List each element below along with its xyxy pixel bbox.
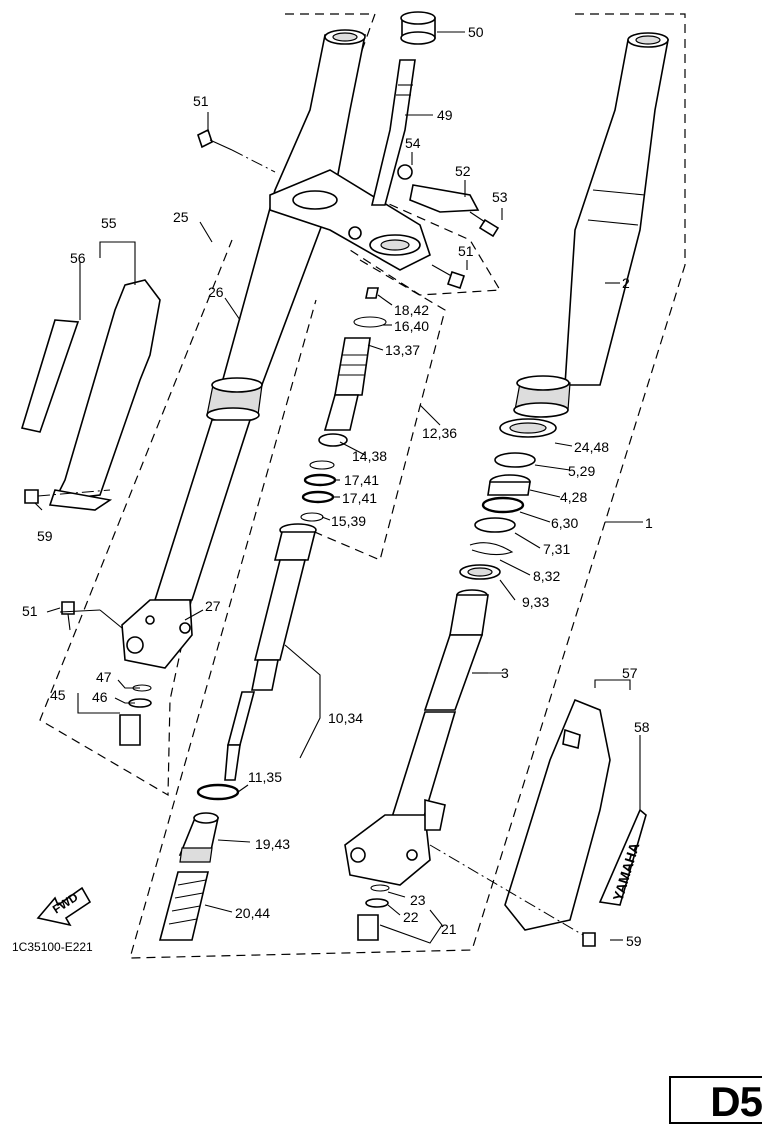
callout-22: 22 <box>403 909 419 925</box>
cap-part-50 <box>400 11 436 45</box>
callout-57: 57 <box>622 665 638 681</box>
callout-10-34: 10,34 <box>328 710 363 726</box>
callout-53: 53 <box>492 189 508 205</box>
callout-6-30: 6,30 <box>551 515 578 531</box>
fwd-arrow-icon: FWD <box>36 886 92 927</box>
callout-8-32: 8,32 <box>533 568 560 584</box>
callout-51-upper: 51 <box>193 93 209 109</box>
guard-decal-58 <box>598 808 647 906</box>
bolt-set-21-23 <box>357 884 390 941</box>
callout-59-left: 59 <box>37 528 53 544</box>
callout-2: 2 <box>622 275 630 291</box>
damper-components <box>300 287 387 522</box>
callout-5-29: 5,29 <box>568 463 595 479</box>
bolt-59-right <box>429 844 596 947</box>
fork-guard-right <box>504 698 611 931</box>
callout-50: 50 <box>468 24 484 40</box>
cable-guide-52 <box>397 164 500 238</box>
callout-25: 25 <box>173 209 189 225</box>
callout-59-right: 59 <box>626 933 642 949</box>
axle-bracket-right <box>344 798 446 886</box>
callout-24-48: 24,48 <box>574 439 609 455</box>
page-code: D5 <box>710 1078 762 1125</box>
callout-15-39: 15,39 <box>331 513 366 529</box>
callout-49: 49 <box>437 107 453 123</box>
steering-stem <box>370 59 416 206</box>
axle-bracket-left <box>121 599 193 669</box>
callout-16-40: 16,40 <box>394 318 429 334</box>
callout-11-35: 11,35 <box>248 769 282 785</box>
callout-27: 27 <box>205 598 221 614</box>
boundary-damper <box>309 259 446 561</box>
boundary-left-assembly <box>39 13 376 797</box>
callout-26: 26 <box>208 284 224 300</box>
inner-tube <box>386 589 489 831</box>
callout-7-31: 7,31 <box>543 541 570 557</box>
callout-13-37: 13,37 <box>385 342 420 358</box>
callout-12-36: 12,36 <box>422 425 457 441</box>
callout-19-43: 19,43 <box>255 836 290 852</box>
callout-4-28: 4,28 <box>560 489 587 505</box>
callout-52: 52 <box>455 163 471 179</box>
callout-58: 58 <box>634 719 650 735</box>
fork-guard-left <box>48 279 161 511</box>
callout-54: 54 <box>405 135 421 151</box>
callout-56: 56 <box>70 250 86 266</box>
callout-45: 45 <box>50 687 66 703</box>
outer-tube-right <box>513 32 669 418</box>
bolt-set-45-47 <box>119 684 152 746</box>
bolt-51-left <box>61 601 75 631</box>
callout-3: 3 <box>501 665 509 681</box>
upper-bracket <box>269 169 431 271</box>
callout-17-41-upper: 17,41 <box>344 472 379 488</box>
bolt-51-right <box>431 264 466 290</box>
callout-17-41-lower: 17,41 <box>342 490 377 506</box>
callout-47: 47 <box>96 669 112 685</box>
bolt-59-left <box>24 489 111 504</box>
fork-cartridge <box>158 523 317 941</box>
callout-51-left: 51 <box>22 603 38 619</box>
boundary-right-assembly <box>129 13 686 959</box>
leader-lines <box>34 31 643 944</box>
callout-46: 46 <box>92 689 108 705</box>
callout-14-38: 14,38 <box>352 448 387 464</box>
callout-labels: 50 49 51 54 52 53 51 2 25 55 56 26 18,42… <box>22 24 653 949</box>
seal-stack <box>459 418 557 580</box>
callout-23: 23 <box>410 892 426 908</box>
bolt-51-upper <box>197 128 276 173</box>
page-code-badge: D5 <box>669 1076 762 1124</box>
callout-55: 55 <box>101 215 117 231</box>
callout-21: 21 <box>441 921 457 937</box>
callout-1: 1 <box>645 515 653 531</box>
callout-20-44: 20,44 <box>235 905 270 921</box>
callout-9-33: 9,33 <box>522 594 549 610</box>
guard-decal-56 <box>20 319 80 433</box>
callout-51-right: 51 <box>458 243 474 259</box>
callout-18-42: 18,42 <box>394 302 429 318</box>
diagram-code: 1C35100-E221 <box>12 940 93 954</box>
